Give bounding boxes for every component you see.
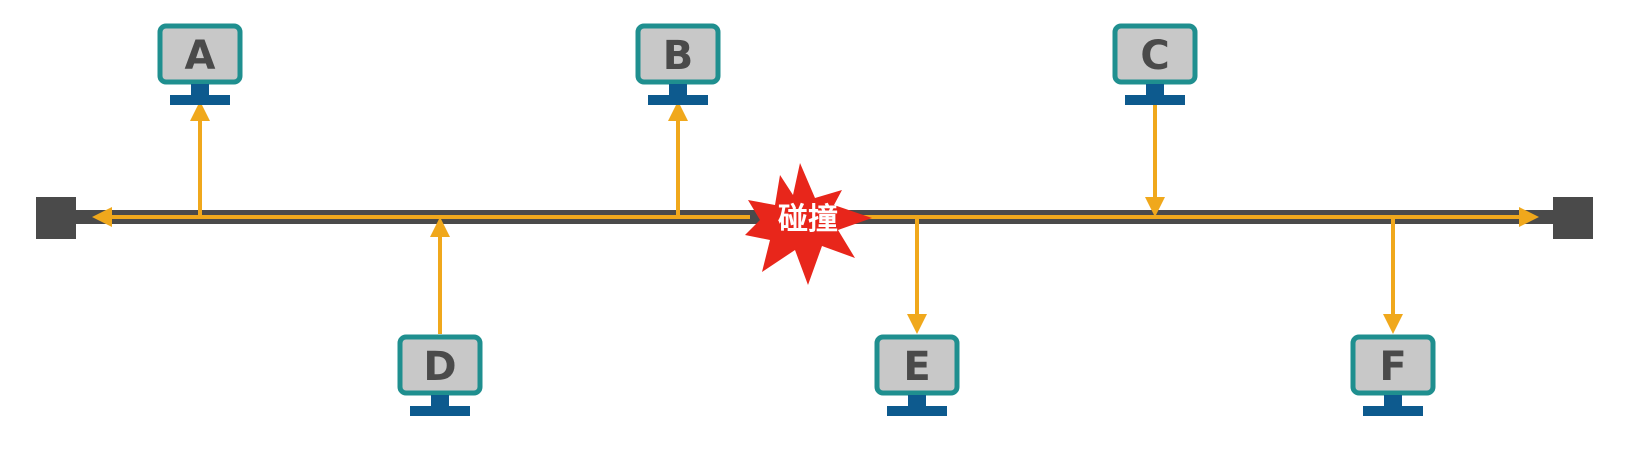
monitor-icon bbox=[157, 23, 243, 85]
computer-f: F bbox=[1350, 334, 1436, 416]
burst-icon bbox=[745, 163, 872, 285]
computer-c: C bbox=[1112, 23, 1198, 105]
monitor-icon bbox=[1350, 334, 1436, 396]
monitor-stand-base bbox=[648, 95, 708, 105]
computer-d: D bbox=[397, 334, 483, 416]
collision-burst: 碰撞 bbox=[745, 163, 872, 285]
computer-label: D bbox=[423, 344, 456, 390]
monitor-stand-base bbox=[170, 95, 230, 105]
monitor-stand-neck bbox=[1384, 395, 1402, 406]
monitor-stand-neck bbox=[431, 395, 449, 406]
monitor-stand-base bbox=[1125, 95, 1185, 105]
monitor-stand-neck bbox=[1146, 84, 1164, 95]
computer-a: A bbox=[157, 23, 243, 105]
monitor-icon bbox=[874, 334, 960, 396]
monitor-stand-base bbox=[410, 406, 470, 416]
computer-label: F bbox=[1379, 344, 1406, 390]
monitor-stand-neck bbox=[669, 84, 687, 95]
collision-label: 碰撞 bbox=[778, 202, 838, 237]
computer-b: B bbox=[635, 23, 721, 105]
computer-label: C bbox=[1140, 33, 1169, 79]
computer-e: E bbox=[874, 334, 960, 416]
left-terminator bbox=[36, 197, 76, 239]
right-terminator bbox=[1553, 197, 1593, 239]
monitor-stand-neck bbox=[908, 395, 926, 406]
monitor-stand-base bbox=[887, 406, 947, 416]
monitor-icon bbox=[397, 334, 483, 396]
monitor-stand-base bbox=[1363, 406, 1423, 416]
monitor-stand-neck bbox=[191, 84, 209, 95]
computer-label: E bbox=[903, 344, 930, 390]
computer-label: B bbox=[663, 33, 694, 79]
monitor-icon bbox=[1112, 23, 1198, 85]
computers: A B C D E F bbox=[157, 23, 1436, 416]
computer-label: A bbox=[185, 33, 216, 79]
monitor-icon bbox=[635, 23, 721, 85]
